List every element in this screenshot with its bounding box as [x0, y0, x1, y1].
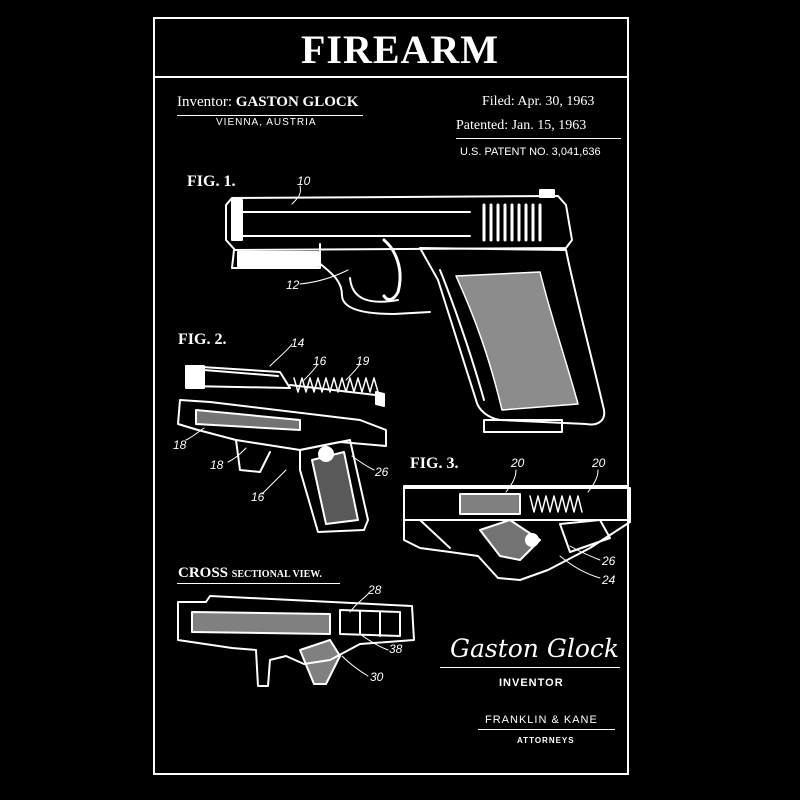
cross-section-label: CROSS SECTIONAL VIEW.: [178, 565, 322, 582]
patented-date: Patented: Jan. 15, 1963: [456, 118, 587, 133]
ref-20b: 20: [592, 456, 606, 470]
ref-18a: 18: [173, 438, 187, 452]
inventor-signature: Gaston Glock: [450, 634, 620, 663]
fig3-label: FIG. 3.: [410, 455, 459, 472]
filed-date: Filed: Apr. 30, 1963: [482, 94, 595, 109]
inventor-line: Inventor: GASTON GLOCK: [177, 94, 358, 111]
signature-role: INVENTOR: [499, 677, 564, 689]
fig3-mechanism-illustration: [403, 469, 631, 581]
cross-label-main: CROSS: [178, 565, 229, 581]
poster-title: FIREARM: [300, 27, 500, 72]
ref-16a: 16: [313, 354, 327, 368]
cross-section-illustration: [177, 593, 415, 687]
inventor-divider: [177, 115, 363, 116]
attorney-firm: FRANKLIN & KANE: [485, 714, 598, 726]
signature-line: [440, 667, 620, 668]
ref-20a: 20: [511, 456, 525, 470]
dates-divider: [456, 138, 621, 139]
ref-26a: 26: [375, 465, 389, 479]
ref-14: 14: [291, 336, 305, 350]
patent-number: U.S. PATENT NO. 3,041,636: [460, 146, 601, 158]
ref-30: 30: [370, 670, 384, 684]
poster-frame: [153, 17, 629, 775]
fig2-exploded-illustration: [177, 343, 387, 533]
fig1-label: FIG. 1.: [187, 173, 236, 190]
ref-10: 10: [297, 174, 311, 188]
inventor-location: VIENNA, AUSTRIA: [216, 117, 317, 128]
ref-24: 24: [602, 573, 616, 587]
ref-18b: 18: [210, 458, 224, 472]
ref-12: 12: [286, 278, 300, 292]
ref-16b: 16: [251, 490, 265, 504]
ref-28: 28: [368, 583, 382, 597]
fig2-label: FIG. 2.: [178, 331, 227, 348]
inventor-name: GASTON GLOCK: [235, 94, 359, 110]
cross-label-sub: SECTIONAL VIEW.: [231, 569, 322, 580]
title-divider: [153, 76, 629, 78]
cross-label-underline: [177, 583, 340, 584]
ref-38: 38: [389, 642, 403, 656]
attorney-divider: [478, 729, 615, 730]
attorney-label: ATTORNEYS: [517, 736, 575, 745]
fig1-pistol-illustration: [225, 185, 606, 433]
ref-26b: 26: [602, 554, 616, 568]
inventor-label: Inventor:: [177, 94, 232, 110]
